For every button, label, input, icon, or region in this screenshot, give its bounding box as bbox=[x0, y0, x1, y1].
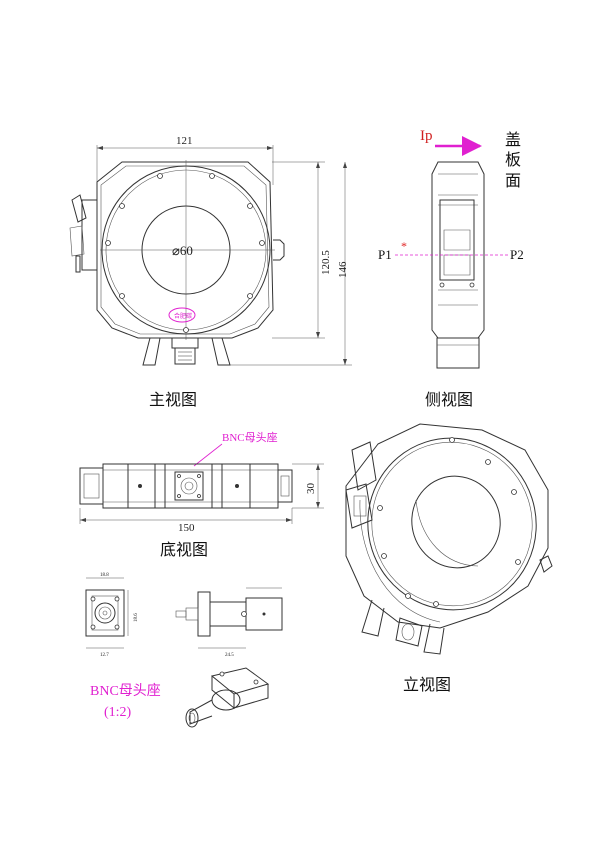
bnc-side-profile bbox=[197, 591, 211, 637]
dim-length: 150 bbox=[178, 522, 195, 534]
bottom-view: BNC母头座 150 bbox=[79, 430, 324, 559]
screw-icon bbox=[209, 173, 215, 179]
port-p2: P2 bbox=[510, 247, 524, 262]
screw-icon bbox=[433, 601, 439, 607]
side-view-caption: 侧视图 bbox=[425, 390, 473, 409]
logo-stamp-text: 合肥碳 bbox=[174, 312, 192, 320]
dim-height: 30 bbox=[305, 483, 317, 495]
dim-width-label: 121 bbox=[176, 135, 193, 147]
bnc-detail: 18.8 18.6 12.7 24.5 bbox=[85, 573, 283, 728]
dim-inner-diameter: ⌀60 bbox=[172, 243, 193, 258]
bnc-dim-a: 18.8 bbox=[100, 573, 109, 578]
polarity-mark: * bbox=[401, 239, 407, 253]
iso-view-caption: 立视图 bbox=[403, 675, 451, 694]
bnc-flange-front bbox=[85, 589, 125, 637]
port-p1: P1 bbox=[378, 247, 392, 262]
screw-icon bbox=[259, 240, 265, 246]
screw-icon bbox=[449, 437, 455, 443]
current-label: Ip bbox=[420, 128, 433, 144]
bnc-label: BNC母头座 bbox=[222, 430, 278, 444]
front-view: 121 ⌀60 合肥碳 bbox=[69, 135, 352, 409]
cover-label-1: 盖 bbox=[505, 130, 521, 149]
screw-icon bbox=[119, 293, 125, 299]
bnc-iso-icon bbox=[185, 667, 270, 728]
iso-view: 立视图 bbox=[345, 423, 553, 694]
logo-stamp bbox=[168, 307, 196, 323]
screw-icon bbox=[119, 203, 125, 209]
screw-icon bbox=[377, 505, 383, 511]
bnc-dim-b: 12.7 bbox=[100, 653, 109, 658]
front-view-caption: 主视图 bbox=[149, 390, 197, 409]
side-view: Ip 盖 板 面 P1 * P2 侧视图 bbox=[378, 128, 524, 409]
cover-label-2: 板 bbox=[505, 150, 521, 169]
screw-icon bbox=[247, 293, 253, 299]
screw-icon bbox=[405, 593, 411, 599]
dim-height-body: 120.5 bbox=[320, 250, 332, 275]
bottom-body bbox=[102, 463, 279, 509]
dim-height-total: 146 bbox=[337, 261, 349, 278]
screw-icon bbox=[381, 553, 387, 559]
screw-icon bbox=[485, 459, 491, 465]
iso-body-outline bbox=[345, 423, 549, 629]
screw-icon bbox=[515, 559, 521, 565]
cover-label-3: 面 bbox=[505, 171, 521, 190]
bottom-view-caption: 底视图 bbox=[160, 540, 208, 559]
bnc-detail-scale: (1:2) bbox=[104, 705, 132, 720]
iso-inner-bore bbox=[411, 475, 501, 569]
screw-icon bbox=[511, 489, 517, 495]
bnc-detail-title: BNC母头座 bbox=[90, 683, 161, 699]
screw-icon bbox=[247, 203, 253, 209]
front-body-outline bbox=[96, 161, 274, 339]
bnc-dim-d: 24.5 bbox=[225, 653, 234, 658]
iso-outer-ring bbox=[367, 437, 537, 611]
screw-icon bbox=[157, 173, 163, 179]
screw-icon bbox=[105, 240, 111, 246]
screw-icon bbox=[183, 327, 189, 333]
bnc-dim-c: 18.6 bbox=[134, 613, 139, 622]
